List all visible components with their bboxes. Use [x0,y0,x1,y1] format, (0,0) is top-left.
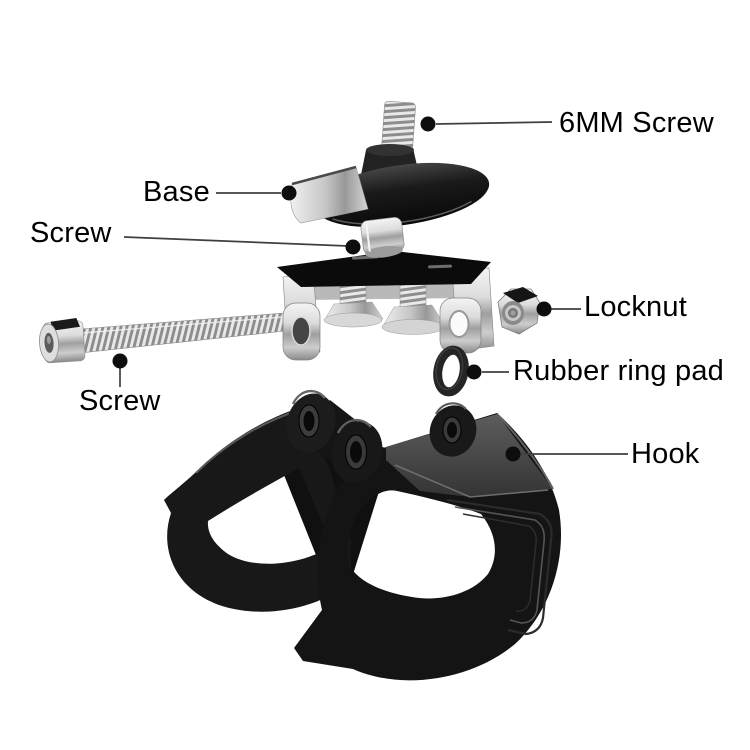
leader-dot-hook [505,446,521,462]
leader-dot-screw-set [345,239,361,255]
label-screw-set: Screw [30,217,112,249]
part-base [290,144,490,258]
part-hook [164,389,562,681]
leader-dot-locknut [536,301,552,317]
label-rubber-ring-pad: Rubber ring pad [513,355,724,387]
bracket-left-ear-hole [291,316,311,346]
base-post-screw [360,217,405,258]
part-rubber-ring [433,345,469,397]
long-screw-head [39,317,86,364]
label-6mm-screw: 6MM Screw [559,107,714,139]
hook-lug-left [286,389,336,453]
part-long-screw [39,312,286,364]
leader-dot-rubber-ring [466,364,482,380]
label-hook: Hook [631,438,700,470]
bracket-right-ear-hole [448,310,470,338]
hook-lug-right [429,402,477,457]
hook-top-face [386,414,553,497]
label-locknut: Locknut [584,291,687,323]
locknut-top-facet [503,287,538,303]
hook-lug-middle [331,418,383,483]
bracket-right-ear [439,297,482,354]
leader-lines [119,121,628,455]
leader-dot-base [281,185,297,201]
locknut-hole [510,310,516,316]
part-countersunk-screw-right [381,279,446,335]
leader-line-screw-set [123,236,349,247]
label-base: Base [143,176,210,208]
hook-top-bevel [394,464,549,498]
part-clamp-bracket [277,251,495,361]
leader-dot-screw-long [112,353,128,369]
leader-dot-6mm-screw [420,116,436,132]
hook-rear-bevel-highlight [195,409,300,474]
leader-dots [112,116,552,462]
part-locknut [497,287,541,335]
bracket-left-ear [282,302,321,361]
hook-groove-pattern [446,498,553,636]
leader-line-6mm-screw [435,121,553,125]
bracket-top-plate [277,251,491,287]
label-screw-long: Screw [79,385,161,417]
